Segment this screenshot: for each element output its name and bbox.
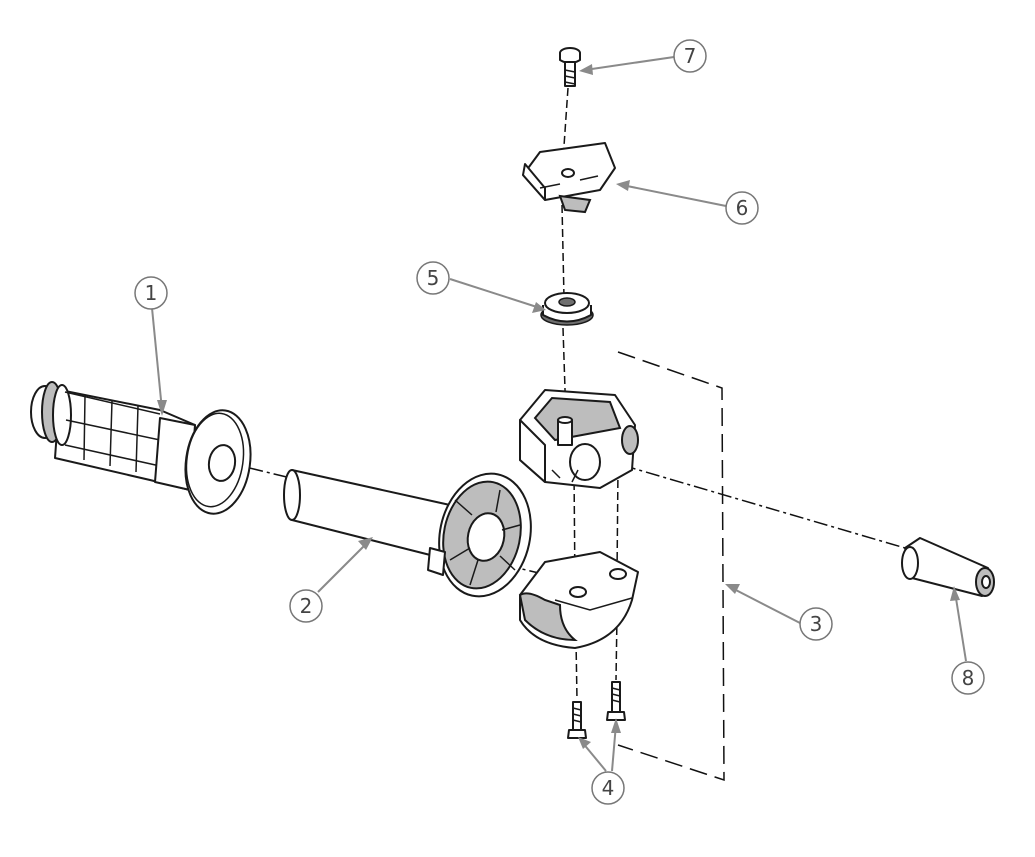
callout-1-label: 1: [145, 281, 158, 305]
callout-8-label: 8: [962, 666, 975, 690]
callout-6: 6: [725, 191, 759, 225]
upper-housing-part: [519, 389, 639, 489]
lower-housing-part: [518, 551, 639, 649]
seal-part: [540, 292, 594, 326]
callout-5-label: 5: [427, 266, 440, 290]
housing-assembly-outline: [617, 351, 725, 782]
callout-5: 5: [416, 261, 450, 295]
grip-part: [30, 381, 252, 515]
callout-8: 8: [951, 661, 985, 695]
callout-6-label: 6: [736, 196, 749, 220]
callout-3-label: 3: [810, 612, 823, 636]
callout-7-label: 7: [684, 44, 697, 68]
callout-4-label: 4: [602, 776, 615, 800]
callout-2-label: 2: [300, 594, 313, 618]
cable-end-part: [901, 537, 995, 597]
throttle-tube-part: [283, 469, 532, 598]
leader-lines: [151, 56, 967, 772]
callout-7: 7: [673, 39, 707, 73]
callout-4: 4: [591, 771, 625, 805]
screws-part: [567, 681, 626, 739]
cover-part: [522, 142, 616, 214]
cover-screw-part: [559, 47, 581, 87]
callout-3: 3: [799, 607, 833, 641]
callout-1: 1: [134, 276, 168, 310]
callout-2: 2: [289, 589, 323, 623]
